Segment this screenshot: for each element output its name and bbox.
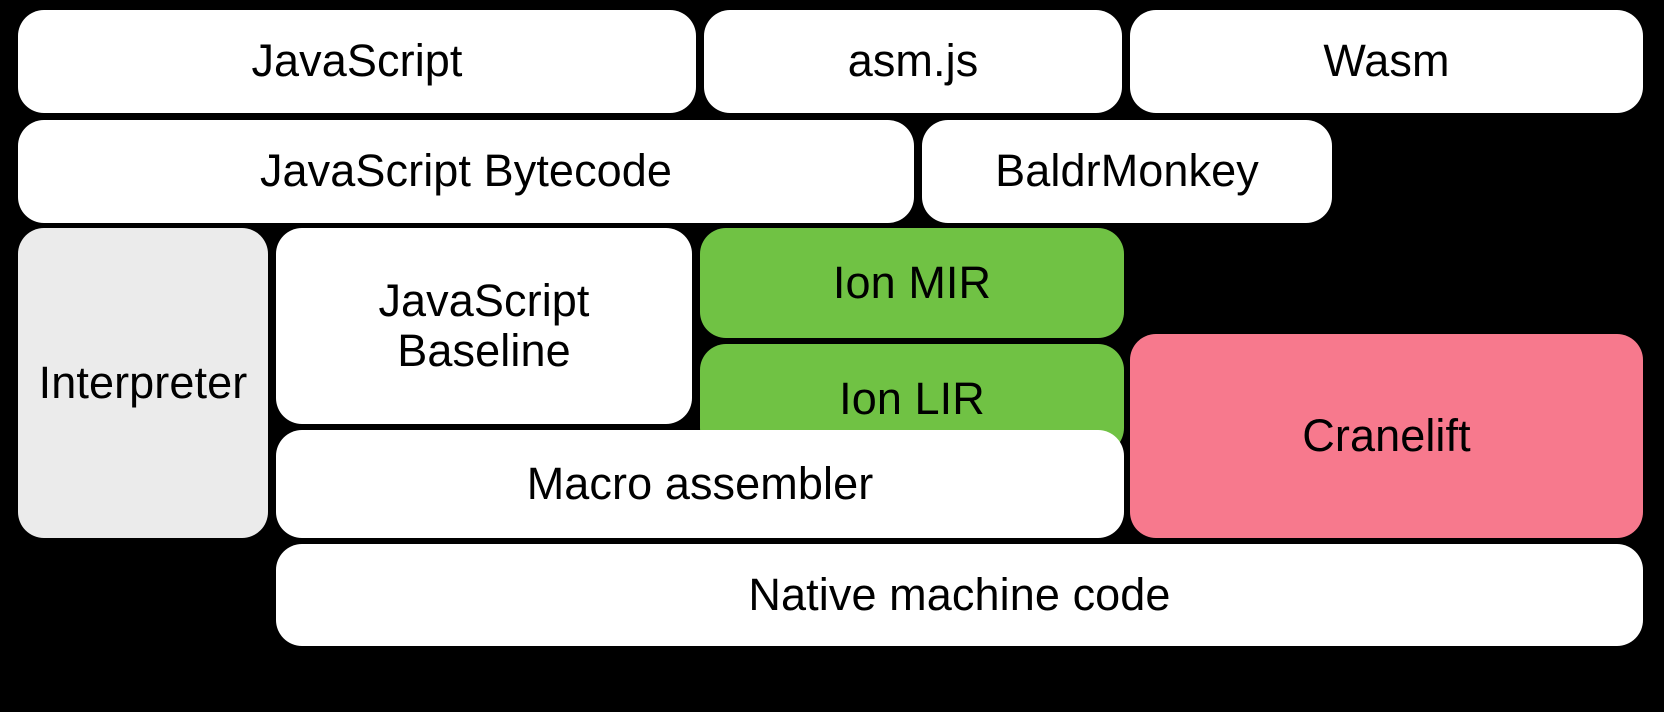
node-javascript: JavaScript [18, 10, 696, 113]
node-javascript-bytecode: JavaScript Bytecode [18, 120, 914, 223]
node-interpreter: Interpreter [18, 228, 268, 538]
node-asm-js: asm.js [704, 10, 1122, 113]
node-javascript-baseline: JavaScript Baseline [276, 228, 692, 424]
node-baldrmonkey: BaldrMonkey [922, 120, 1332, 223]
node-ion-mir: Ion MIR [700, 228, 1124, 338]
node-macro-assembler: Macro assembler [276, 430, 1124, 538]
node-wasm: Wasm [1130, 10, 1643, 113]
node-native-machine-code: Native machine code [276, 544, 1643, 646]
node-cranelift: Cranelift [1130, 334, 1643, 538]
